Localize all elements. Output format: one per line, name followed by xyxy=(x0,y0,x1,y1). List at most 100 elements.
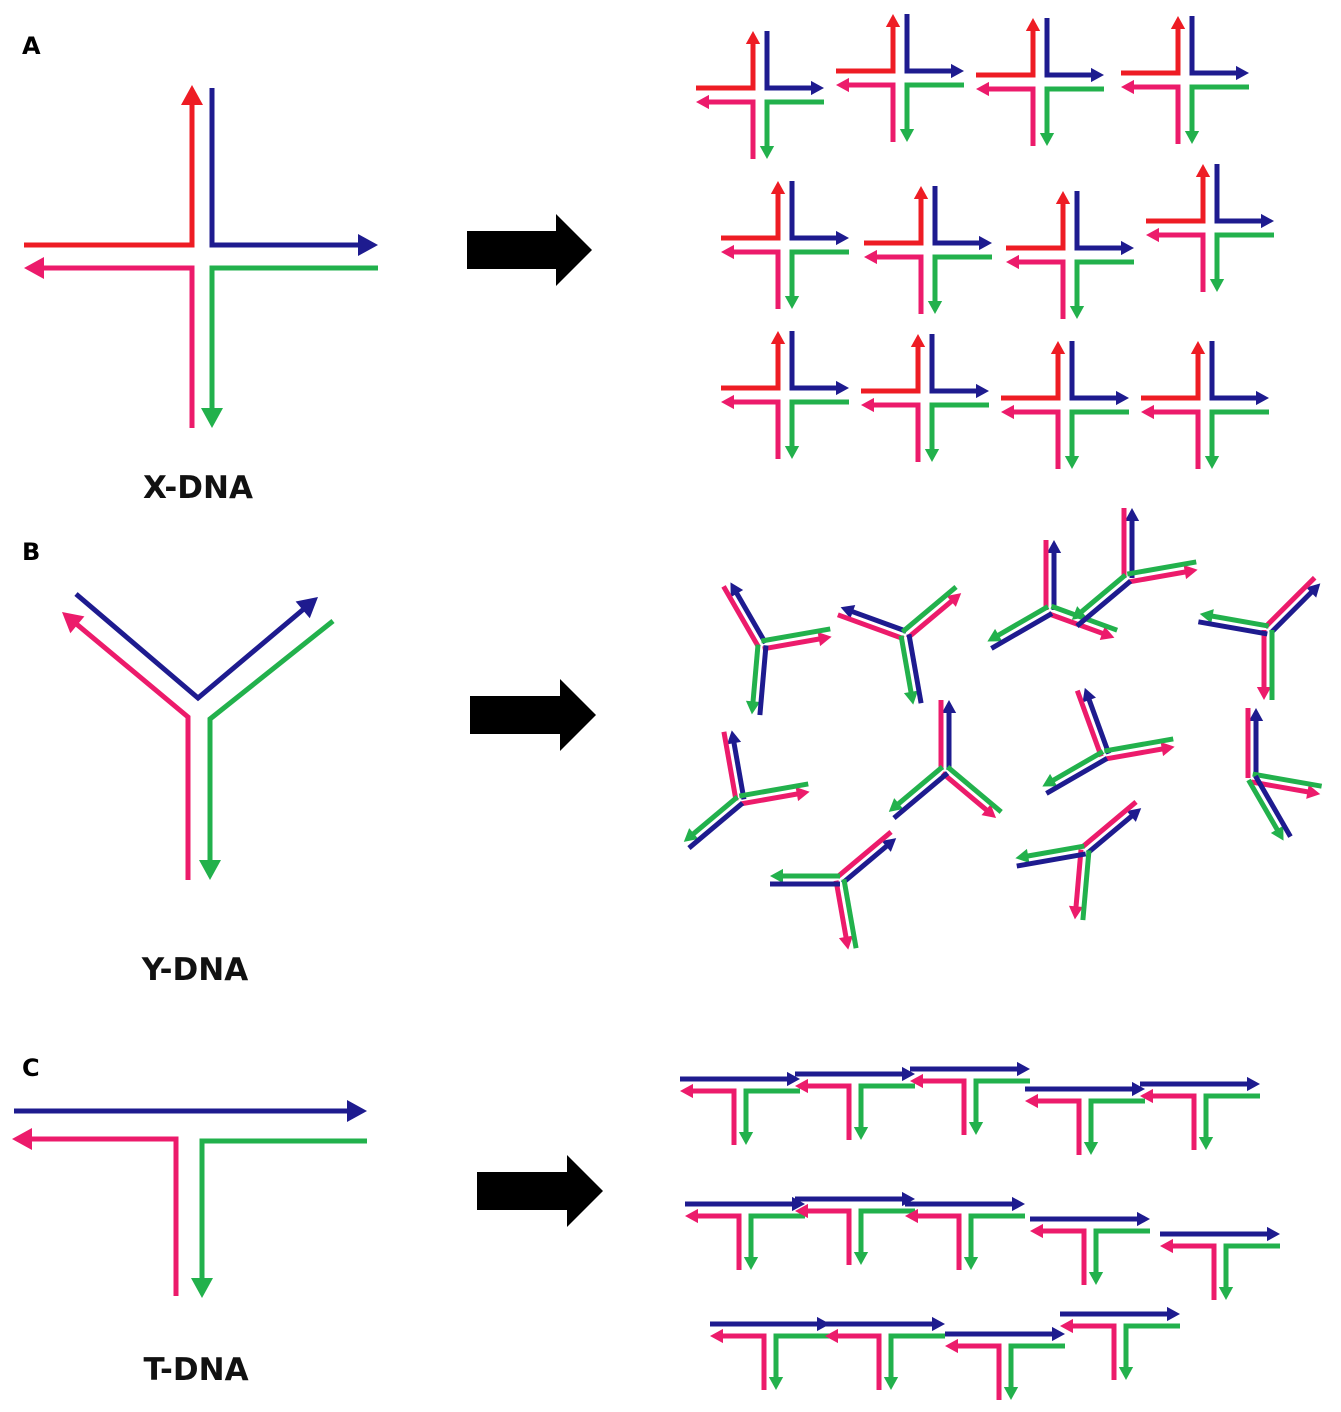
y-net-arm-back-6-1 xyxy=(945,765,1003,814)
x-strand-navy-arrowhead xyxy=(358,234,378,256)
y-net-arm-8-2-arrowhead xyxy=(1270,825,1284,841)
y-net-arm-3-0-arrowhead xyxy=(1124,508,1140,521)
t-net-pink-8 xyxy=(1039,1228,1087,1285)
x-net-green-0-arrowhead xyxy=(759,146,775,159)
y-strand-pink-arrowhead xyxy=(62,612,85,634)
t-net-green-1 xyxy=(858,1083,915,1131)
t-net-navy-10-arrowhead xyxy=(817,1316,830,1332)
x-net-red-7-arrowhead xyxy=(1195,164,1211,177)
t-net-green-4-arrowhead xyxy=(1198,1137,1214,1150)
t-net-pink-1-arrowhead xyxy=(795,1078,808,1094)
x-net-green-7 xyxy=(1214,232,1274,283)
y-net-arm-10-1 xyxy=(833,880,850,942)
x-net-pink-5 xyxy=(873,254,924,314)
y-strand-green xyxy=(207,619,335,866)
t-strand-pink-arrowhead xyxy=(12,1128,32,1150)
t-net-pink-2-arrowhead xyxy=(910,1073,923,1089)
y-net-arm-back-2-2 xyxy=(990,611,1054,651)
t-net-green-7 xyxy=(968,1213,1025,1261)
y-net-arm-9-2 xyxy=(1023,843,1085,860)
y-net-arm-7-1 xyxy=(1105,745,1167,762)
y-net-arm-6-2 xyxy=(894,765,945,808)
x-net-green-8-arrowhead xyxy=(784,446,800,459)
t-net-pink-1 xyxy=(804,1083,852,1140)
panel-letter-c: C xyxy=(22,1054,40,1082)
x-net-navy-0-arrowhead xyxy=(811,80,824,96)
t-net-green-1-arrowhead xyxy=(853,1127,869,1140)
y-net-arm-4-2-arrowhead xyxy=(1199,609,1214,624)
x-net-pink-0-arrowhead xyxy=(696,94,709,110)
x-net-navy-3 xyxy=(1189,16,1240,76)
y-net-arm-3-1-arrowhead xyxy=(1183,564,1198,580)
x-net-red-2 xyxy=(976,27,1036,78)
y-strand-green-arrowhead xyxy=(199,860,221,880)
t-net-pink-7 xyxy=(914,1213,962,1270)
x-dna-monomer xyxy=(24,85,378,428)
x-net-navy-10 xyxy=(1069,341,1120,401)
y-net-arm-1-1-arrowhead xyxy=(946,593,962,607)
x-net-red-0-arrowhead xyxy=(745,31,761,44)
y-net-arm-10-2-arrowhead xyxy=(770,868,783,884)
t-dna-network xyxy=(680,1061,1280,1400)
x-net-navy-5-arrowhead xyxy=(979,235,992,251)
y-net-arm-back-7-1 xyxy=(1103,736,1174,754)
t-strand-navy-arrowhead xyxy=(347,1100,367,1122)
x-net-green-11-arrowhead xyxy=(1204,456,1220,469)
y-net-arm-8-2 xyxy=(1246,778,1282,834)
x-net-green-10-arrowhead xyxy=(1064,456,1080,469)
t-net-green-2-arrowhead xyxy=(968,1122,984,1135)
t-net-green-13 xyxy=(1123,1323,1180,1371)
y-net-arm-1-2-arrowhead xyxy=(903,690,919,705)
y-net-arm-back-9-0 xyxy=(1080,800,1138,849)
x-net-red-5 xyxy=(864,195,924,246)
y-net-arm-back-1-2 xyxy=(906,633,924,704)
y-net-arm-8-0-arrowhead xyxy=(1248,708,1264,721)
x-net-navy-10-arrowhead xyxy=(1116,390,1129,406)
x-net-red-4 xyxy=(721,190,781,241)
x-net-pink-2 xyxy=(985,86,1036,146)
y-net-arm-back-0-1 xyxy=(760,626,831,644)
t-net-pink-7-arrowhead xyxy=(905,1208,918,1224)
y-net-arm-1-0 xyxy=(848,608,908,634)
x-net-red-11 xyxy=(1141,350,1201,401)
t-net-green-10 xyxy=(773,1333,830,1381)
x-net-pink-10 xyxy=(1010,409,1061,469)
panel-letter-a: A xyxy=(22,32,41,60)
x-net-red-4-arrowhead xyxy=(770,181,786,194)
y-net-arm-7-0 xyxy=(1085,695,1112,755)
x-strand-pink-arrowhead xyxy=(24,257,44,279)
y-net-arm-back-8-1 xyxy=(1252,771,1323,789)
t-net-green-0-arrowhead xyxy=(738,1132,754,1145)
y-net-arm-6-0-arrowhead xyxy=(941,700,957,713)
x-net-red-10 xyxy=(1001,350,1061,401)
t-net-pink-4 xyxy=(1149,1093,1197,1150)
t-net-green-7-arrowhead xyxy=(963,1257,979,1270)
x-net-navy-8 xyxy=(789,331,840,391)
y-net-arm-back-4-2 xyxy=(1197,619,1268,637)
x-net-green-3 xyxy=(1189,84,1249,135)
y-net-arm-7-0-arrowhead xyxy=(1082,687,1096,703)
y-net-arm-0-1-arrowhead xyxy=(817,631,832,647)
y-net-arm-0-2-arrowhead xyxy=(745,700,761,715)
x-net-green-5 xyxy=(932,254,992,305)
y-net-arm-5-2-arrowhead xyxy=(683,828,699,842)
y-net-arm-back-9-2 xyxy=(1016,851,1087,869)
y-net-arm-7-2 xyxy=(1049,749,1105,785)
x-net-pink-3 xyxy=(1130,84,1181,144)
y-net-arm-back-5-1 xyxy=(738,781,809,799)
y-dna-label: Y-DNA xyxy=(141,952,248,988)
y-net-arm-6-1 xyxy=(940,771,991,815)
t-net-pink-5-arrowhead xyxy=(685,1208,698,1224)
x-net-red-1 xyxy=(836,23,896,74)
assembly-arrow-b xyxy=(470,679,596,751)
t-net-navy-0-arrowhead xyxy=(787,1071,800,1087)
y-net-arm-back-0-0 xyxy=(721,585,761,649)
x-net-green-6-arrowhead xyxy=(1069,306,1085,319)
x-net-navy-2-arrowhead xyxy=(1091,67,1104,83)
x-strand-green xyxy=(209,265,378,414)
t-net-green-11 xyxy=(888,1333,945,1381)
y-net-arm-9-2-arrowhead xyxy=(1015,848,1030,864)
y-net-arm-back-5-0 xyxy=(721,731,739,802)
y-net-arm-3-1 xyxy=(1128,568,1190,585)
t-net-navy-2-arrowhead xyxy=(1017,1061,1030,1077)
